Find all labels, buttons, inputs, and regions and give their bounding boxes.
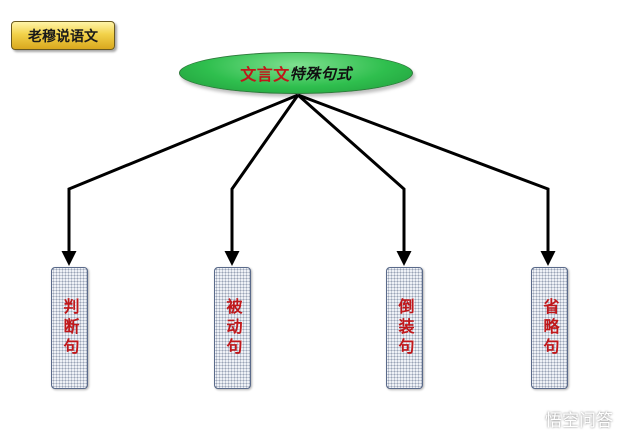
category-node-shenglueju: 省略句 — [531, 267, 568, 389]
root-subtitle: 特殊句式 — [289, 64, 352, 83]
category-label: 判断句 — [60, 298, 80, 358]
category-node-beidongju: 被动句 — [214, 267, 251, 389]
category-label: 被动句 — [223, 298, 243, 358]
watermark-text: 悟空问答 — [545, 411, 613, 431]
arrow-to-shenglueju — [297, 93, 556, 266]
speech-bubble-icon — [519, 409, 541, 429]
root-node: 文言文 特殊句式 — [179, 52, 413, 94]
category-node-daozhuangju: 倒装句 — [386, 267, 423, 389]
arrow-to-daozhuangju — [297, 93, 412, 266]
watermark: 悟空问答 — [519, 406, 613, 431]
category-label: 倒装句 — [395, 298, 415, 358]
arrow-to-panduanju — [61, 93, 299, 266]
brand-badge: 老穆说语文 — [11, 21, 115, 50]
category-node-panduanju: 判断句 — [51, 267, 88, 389]
root-keyword: 文言文 — [240, 65, 290, 84]
arrow-to-beidongju — [224, 94, 300, 266]
category-label: 省略句 — [540, 298, 560, 358]
brand-title: 老穆说语文 — [28, 28, 98, 45]
